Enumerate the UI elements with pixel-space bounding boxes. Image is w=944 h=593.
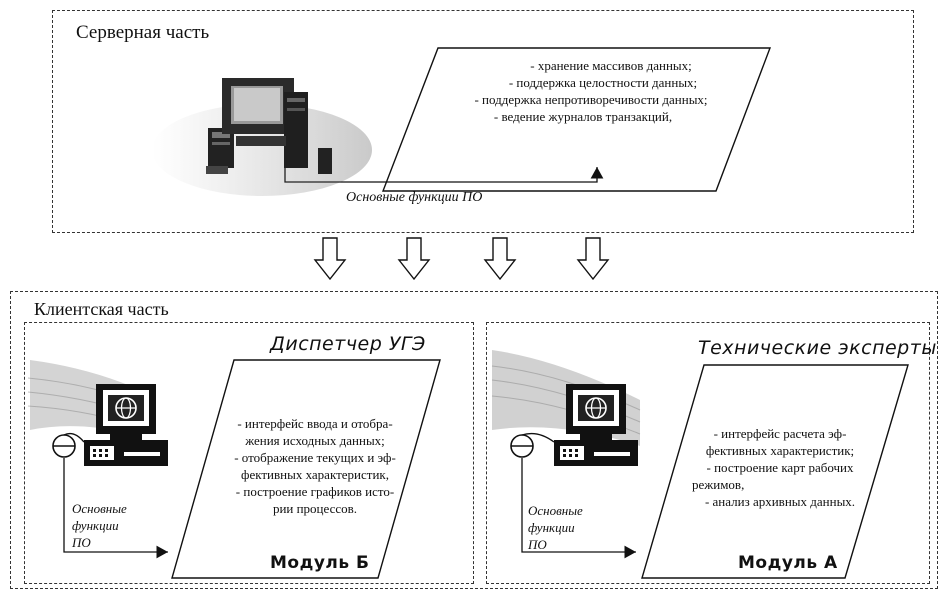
server-functions-list: - хранение массивов данных; - поддержка … xyxy=(446,57,756,125)
list-item: - ведение журналов транзакций, xyxy=(493,109,673,124)
list-item: - отображение текущих и эф- xyxy=(234,450,396,465)
list-item: - хранение массивов данных; xyxy=(530,58,692,73)
list-item: жения исходных данных; xyxy=(245,433,385,448)
list-item: - интерфейс расчета эф- xyxy=(713,426,847,441)
module-b-functions-label: Основные функции ПО xyxy=(72,501,127,550)
hollow-down-arrow-icon xyxy=(397,237,431,281)
server-frame xyxy=(52,10,914,233)
client-right-panel xyxy=(486,322,930,584)
client-title: Клиентская часть xyxy=(34,299,169,319)
list-item: фективных характеристик; xyxy=(705,443,855,458)
list-item: - интерфейс ввода и отобра- xyxy=(237,416,393,431)
server-functions-label: Основные функции ПО xyxy=(346,190,483,205)
list-item: - анализ архивных данных. xyxy=(704,494,856,509)
list-item: фективных характеристик, xyxy=(241,467,389,482)
list-item: режимов, xyxy=(692,477,745,492)
hollow-down-arrow-icon xyxy=(483,237,517,281)
role-title-right: Технические эксперты xyxy=(698,337,937,359)
module-a-functions-label: Основные функции ПО xyxy=(528,503,583,552)
module-a-label: Модуль А xyxy=(738,553,838,573)
server-functions-shape xyxy=(381,47,772,192)
desktop-computer-icon xyxy=(152,78,372,196)
hollow-down-arrow-icon xyxy=(576,237,610,281)
list-item: - поддержка целостности данных; xyxy=(508,75,698,90)
workstation-globe-icon xyxy=(27,360,168,466)
list-item: рии процессов. xyxy=(272,501,358,516)
client-left-panel xyxy=(24,322,474,584)
module-b-connector xyxy=(63,458,168,559)
list-item: - поддержка непротиворечивости данных; xyxy=(474,92,708,107)
module-a-connector xyxy=(521,458,636,559)
list-item: - построение графиков исто- xyxy=(235,484,395,499)
module-b-shape xyxy=(171,359,441,579)
module-a-shape xyxy=(641,364,909,579)
role-title-left: Диспетчер УГЭ xyxy=(270,333,426,355)
workstation-globe-icon xyxy=(491,350,641,466)
module-a-functions-list: - интерфейс расчета эф- фективных характ… xyxy=(676,425,884,510)
client-frame xyxy=(10,291,938,589)
module-b-functions-list: - интерфейс ввода и отобра- жения исходн… xyxy=(212,415,418,517)
list-item: - построение карт рабочих xyxy=(706,460,854,475)
server-title: Серверная часть xyxy=(76,22,210,43)
module-b-label: Модуль Б xyxy=(270,553,370,573)
hollow-down-arrow-icon xyxy=(313,237,347,281)
